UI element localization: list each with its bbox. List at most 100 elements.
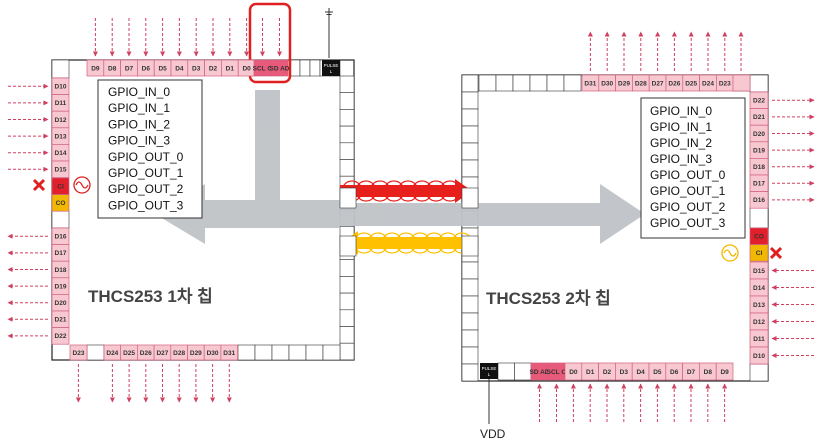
- svg-text:SD AD: SD AD: [530, 369, 550, 376]
- chip2-bottom-pin-d3: D3: [615, 362, 633, 381]
- chip1-left-pin-d12: D12: [51, 110, 70, 129]
- chip1-top-pin-d4: D4: [170, 59, 189, 77]
- svg-text:D24: D24: [702, 80, 714, 87]
- svg-text:D4: D4: [175, 65, 184, 72]
- chip2-right-pin-d15: D15: [749, 261, 769, 280]
- chip2-top-pin-d24: D24: [699, 74, 717, 92]
- chip1-bottom-pin-d30: D30: [203, 344, 222, 361]
- chip2-bottom-pin-d2: D2: [598, 362, 616, 381]
- svg-text:D5: D5: [158, 65, 167, 72]
- chip2-right-pin-d22: D22: [749, 91, 769, 109]
- chip1-top-pin-d1: D1: [221, 59, 239, 77]
- svg-text:L: L: [330, 69, 333, 74]
- close-icon: [32, 178, 46, 192]
- chip2-right-pin-d18: D18: [749, 158, 769, 176]
- chip1-bottom-pin-d28: D28: [170, 344, 188, 361]
- chip2-right-pin-d20: D20: [749, 124, 769, 143]
- chip2-co-pin: CO: [749, 227, 769, 245]
- svg-text:D31: D31: [584, 80, 596, 87]
- svg-text:D23: D23: [73, 350, 85, 357]
- svg-text:SD AD: SD AD: [270, 65, 290, 72]
- chip1-link-pin-a: [339, 187, 357, 209]
- svg-text:D19: D19: [753, 147, 765, 154]
- svg-text:D12: D12: [55, 117, 67, 124]
- chip2-gpio-3: GPIO_IN_3: [650, 152, 712, 166]
- chip1-left-pin-d16: D16: [51, 227, 70, 245]
- svg-text:D16: D16: [55, 234, 67, 241]
- chip1-left-pin-d21: D21: [51, 310, 70, 328]
- svg-text:D2: D2: [603, 369, 612, 376]
- svg-text:D10: D10: [753, 353, 765, 360]
- chip2-bottom-pin-d4: D4: [631, 362, 650, 381]
- svg-text:D21: D21: [55, 317, 67, 324]
- svg-text:D30: D30: [601, 80, 613, 87]
- chip2-right-pin-d21: D21: [749, 108, 769, 126]
- svg-text:D6: D6: [670, 369, 679, 376]
- svg-text:D0: D0: [242, 65, 251, 72]
- chip2-ci-pin: CI: [749, 244, 769, 262]
- svg-text:D6: D6: [142, 65, 151, 72]
- vdd-label: VDD: [480, 427, 506, 441]
- chip1-bottom-pin-d25: D25: [120, 344, 138, 361]
- svg-text:D25: D25: [685, 80, 697, 87]
- svg-text:D7: D7: [125, 65, 134, 72]
- chip2-gpio-5: GPIO_OUT_1: [650, 184, 726, 198]
- svg-text:D18: D18: [753, 164, 765, 171]
- chip2-right-pin-d12: D12: [749, 312, 769, 331]
- svg-text:D28: D28: [635, 80, 647, 87]
- svg-text:D11: D11: [55, 100, 67, 107]
- svg-text:D14: D14: [55, 150, 67, 157]
- chip1-gpio-5: GPIO_OUT_1: [108, 166, 184, 180]
- chip1-gpio-3: GPIO_IN_3: [108, 134, 170, 148]
- chip1-gpio-4: GPIO_OUT_0: [108, 150, 184, 164]
- chip2-gpio-box: GPIO_IN_0GPIO_IN_1GPIO_IN_2GPIO_IN_3GPIO…: [640, 97, 746, 239]
- svg-text:D9: D9: [720, 369, 729, 376]
- chip1-top-pin-special: SD AD: [270, 59, 290, 77]
- chip2-right-pin-d16: D16: [749, 191, 769, 209]
- chip1-pulse-pin: PULSE L: [322, 60, 340, 76]
- chip1-gpio-7: GPIO_OUT_3: [108, 198, 184, 212]
- svg-text:D21: D21: [753, 114, 765, 121]
- svg-text:D29: D29: [190, 350, 202, 357]
- chip2-link-pin-b: [461, 235, 479, 257]
- svg-text:D20: D20: [753, 131, 765, 138]
- chip2-right-pin-d13: D13: [749, 295, 769, 314]
- chip1-co-pin: CO: [51, 194, 70, 212]
- svg-text:D22: D22: [55, 333, 67, 340]
- chip1-link-pin-b: [339, 235, 357, 257]
- chip1-left-pin-d11: D11: [51, 94, 70, 112]
- chip2-gpio-0: GPIO_IN_0: [650, 104, 712, 118]
- chip1-bottom-pin-d24: D24: [103, 344, 122, 361]
- svg-text:D3: D3: [192, 65, 201, 72]
- chip2-right-pin-d19: D19: [749, 141, 769, 159]
- chip2-right-pin-d10: D10: [749, 346, 769, 365]
- chip2-link-pin-a: [461, 187, 479, 209]
- chip2-gpio-2: GPIO_IN_2: [650, 136, 712, 150]
- svg-text:D1: D1: [226, 65, 235, 72]
- chip1-left-pin-d17: D17: [51, 244, 70, 262]
- chip2-top-pin-blank: [732, 74, 751, 92]
- sda-scl-highlight: [248, 2, 292, 84]
- svg-text:D26: D26: [140, 350, 152, 357]
- svg-text:D22: D22: [753, 98, 765, 105]
- chip1-gpio-2: GPIO_IN_2: [108, 117, 170, 131]
- chip2-right-pin-d14: D14: [749, 278, 769, 297]
- svg-text:SCL O: SCL O: [547, 369, 567, 376]
- svg-text:D27: D27: [652, 80, 664, 87]
- svg-text:D15: D15: [753, 268, 765, 275]
- chip2-top-pin-d25: D25: [682, 74, 700, 92]
- chip2-pin-frame: [461, 74, 769, 382]
- chip2-gpio-7: GPIO_OUT_3: [650, 216, 726, 230]
- svg-text:D3: D3: [620, 369, 629, 376]
- svg-text:D18: D18: [55, 267, 67, 274]
- chip1-ci-pin: CI: [51, 177, 70, 195]
- svg-text:D16: D16: [753, 197, 765, 204]
- oscillator-icon: [721, 244, 739, 262]
- chip2-gpio-4: GPIO_OUT_0: [650, 168, 726, 182]
- svg-text:D5: D5: [653, 369, 662, 376]
- svg-text:D26: D26: [668, 80, 680, 87]
- chip2-pulse-pin: PULSE L: [480, 363, 498, 379]
- svg-text:D1: D1: [586, 369, 595, 376]
- svg-text:CO: CO: [754, 234, 764, 241]
- chip2-right-pin-d17: D17: [749, 174, 769, 192]
